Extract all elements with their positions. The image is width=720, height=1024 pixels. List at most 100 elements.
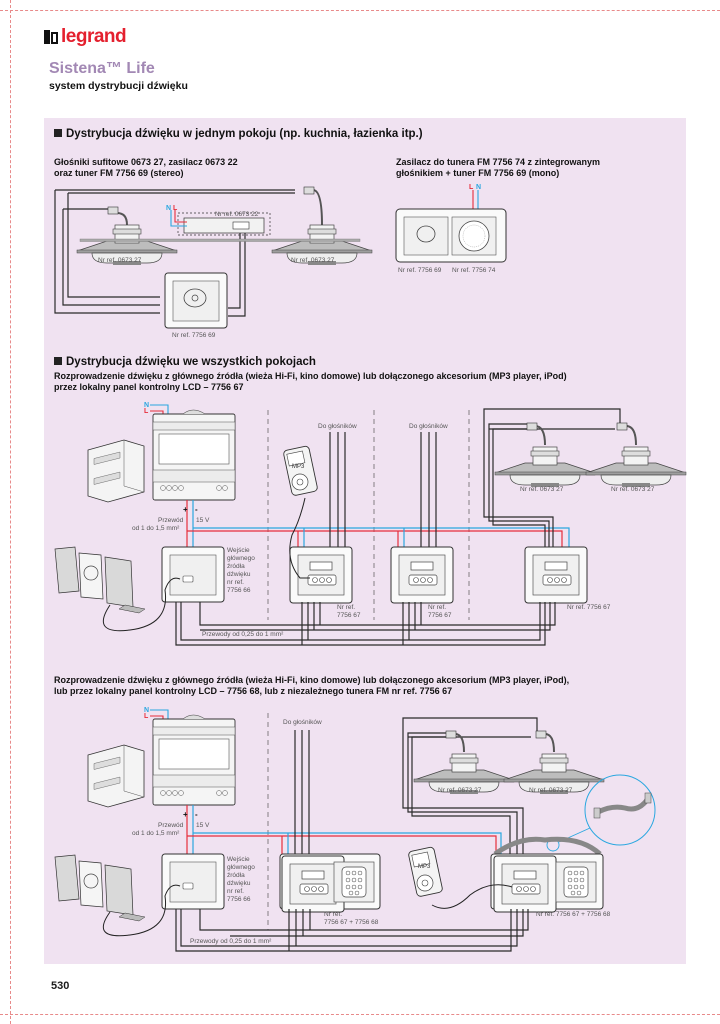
panel-ref: 7756 67 <box>337 612 361 619</box>
text: 7756 66 <box>227 587 251 594</box>
cable-label: Przewód <box>158 822 184 829</box>
to-speakers-label: Do głośników <box>318 423 357 430</box>
text: nr ref. <box>227 888 244 895</box>
panel-ref: 7756 67 + 7756 68 <box>324 919 379 926</box>
caption-line: Głośniki sufitowe 0673 27, zasilacz 0673… <box>54 157 238 167</box>
caption-line: przez lokalny panel kontrolny LCD – 7756… <box>54 382 244 392</box>
voltage-label: 15 V <box>196 822 210 829</box>
caption-line: Rozprowadzenie dźwięku z głównego źródła… <box>54 675 570 685</box>
caption-line: głośnikiem + tuner FM 7756 69 (mono) <box>396 168 560 178</box>
label-N: N <box>144 402 149 409</box>
text: 7756 66 <box>227 896 251 903</box>
plus-sign: + <box>183 810 188 819</box>
caption-line: lub przez lokalny panel kontrolny LCD – … <box>54 686 453 696</box>
terminal-block-icon <box>107 206 119 215</box>
to-speakers-label: Do głośników <box>283 719 322 726</box>
minus-sign: - <box>195 505 198 514</box>
terminal-block-icon <box>526 422 538 431</box>
voltage-label: 15 V <box>196 517 210 524</box>
text: głównego <box>227 864 255 871</box>
cable-label: Przewód <box>158 517 184 524</box>
diagram-all-rooms-lcd-keypad: N L + - Przewód od 1 do 1,5 mm² 15 V Do … <box>54 707 656 952</box>
crop-mark-left <box>10 0 11 1024</box>
page-title: Sistena™ Life <box>49 60 155 77</box>
plus-sign: + <box>183 505 188 514</box>
panel-ref: Nr ref. <box>324 911 342 918</box>
ceiling-speaker-icon <box>585 446 687 488</box>
distribution-cabinet-icon <box>87 744 145 808</box>
panel-ref: Nr ref. 7756 67 <box>567 604 611 611</box>
lcd-control-panel-icon <box>524 546 588 604</box>
terminal-block-icon <box>445 730 457 739</box>
bus-wires-label: Przewody od 0,25 do 1 mm² <box>190 938 272 945</box>
caption-line: Zasilacz do tunera FM 7756 74 z zintegro… <box>396 157 601 167</box>
diagram-all-rooms-lcd: N L + - Przewód od 1 do 1,5 mm² 15 V Do … <box>54 402 687 646</box>
din-power-supply-icon <box>152 714 236 806</box>
legrand-logo: legrand <box>44 26 127 48</box>
tuner-ref: Nr ref. 7756 69 <box>398 267 442 274</box>
label-L: L <box>469 184 474 191</box>
lcd-keypad-panel-icon <box>279 853 381 913</box>
diagram-single-room-mono: L N Nr ref. 7756 69 Nr ref. 7756 74 <box>395 184 507 274</box>
ceiling-line <box>79 238 361 242</box>
logo-text: legrand <box>61 26 127 47</box>
section1-left-caption: Głośniki sufitowe 0673 27, zasilacz 0673… <box>54 157 238 179</box>
lcd-control-panel-icon <box>390 546 454 604</box>
label-N: N <box>166 205 171 212</box>
panel-ref: Nr ref. 7756 67 + 7756 68 <box>536 911 611 918</box>
section3-caption: Rozprowadzenie dźwięku z głównego źródła… <box>54 675 569 697</box>
psu-terminal-icon <box>232 221 250 230</box>
panel-ref: Nr ref. <box>337 604 355 611</box>
caption-line: Rozprowadzenie dźwięku z głównego źródła… <box>54 371 567 381</box>
lcd-control-panel-icon <box>289 546 353 604</box>
text: Wejście <box>227 547 250 554</box>
speaker-right-ref: Nr ref. 0673 27 <box>611 486 655 493</box>
section2-heading: Dystrybucja dźwięku we wszystkich pokoja… <box>54 356 316 368</box>
panel-ref: Nr ref. <box>428 604 446 611</box>
page-subtitle: system dystrybucji dźwięku <box>49 80 188 92</box>
text: Wejście <box>227 856 250 863</box>
tuner-ref: Nr ref. 7756 69 <box>172 332 216 339</box>
text: nr ref. <box>227 579 244 586</box>
mp3-label: MP3 <box>418 864 431 870</box>
din-power-supply-icon <box>152 409 236 501</box>
page-number: 530 <box>51 980 70 992</box>
to-speakers-label: Do głośników <box>409 423 448 430</box>
caption-line: oraz tuner FM 7756 69 (stereo) <box>54 168 184 178</box>
diagram-single-room-stereo: N L Nr ref. 0673 22 Nr ref. 0673 27 Nr r… <box>54 186 373 339</box>
legrand-mark-icon <box>44 30 58 44</box>
lcd-keypad-panel-icon <box>490 853 604 913</box>
speaker-right-ref: Nr ref. 0673 27 <box>291 257 335 264</box>
psu-ref: Nr ref. 0673 22 <box>215 211 259 218</box>
speaker-ref: Nr ref. 7756 74 <box>452 267 496 274</box>
crop-mark-bottom <box>0 1014 720 1015</box>
label-N: N <box>476 184 481 191</box>
psu-outline <box>177 212 271 236</box>
mp3-player-icon <box>282 445 319 497</box>
label-L: L <box>144 408 149 415</box>
text: źródła <box>227 563 245 570</box>
minus-sign: - <box>195 810 198 819</box>
section1-heading: Dystrybucja dźwięku w jednym pokoju (np.… <box>54 128 423 140</box>
ceiling-speaker-icon <box>494 446 596 488</box>
terminal-block-icon <box>535 730 547 739</box>
ribbon-cable-icon <box>596 798 649 815</box>
detail-magnifier-circle <box>584 774 656 846</box>
mp3-label: MP3 <box>292 464 305 470</box>
distribution-cabinet-icon <box>87 439 145 503</box>
mp3-player-icon <box>407 846 444 898</box>
speaker-left-ref: Nr ref. 0673 27 <box>98 257 142 264</box>
label-N: N <box>144 707 149 714</box>
terminal-block-icon <box>303 186 315 195</box>
section2-caption: Rozprowadzenie dźwięku z głównego źródła… <box>54 371 567 393</box>
section1-right-caption: Zasilacz do tunera FM 7756 74 z zintegro… <box>396 157 600 179</box>
fm-tuner-icon <box>403 216 449 256</box>
cable-label: od 1 do 1,5 mm² <box>132 830 180 837</box>
hifi-system-icon <box>54 546 146 614</box>
power-supply-icon <box>183 217 265 234</box>
label-L: L <box>144 713 149 720</box>
text: dźwięku <box>227 571 251 578</box>
section1-heading-text: Dystrybucja dźwięku w jednym pokoju (np.… <box>66 128 423 140</box>
hifi-system-icon <box>54 854 146 922</box>
